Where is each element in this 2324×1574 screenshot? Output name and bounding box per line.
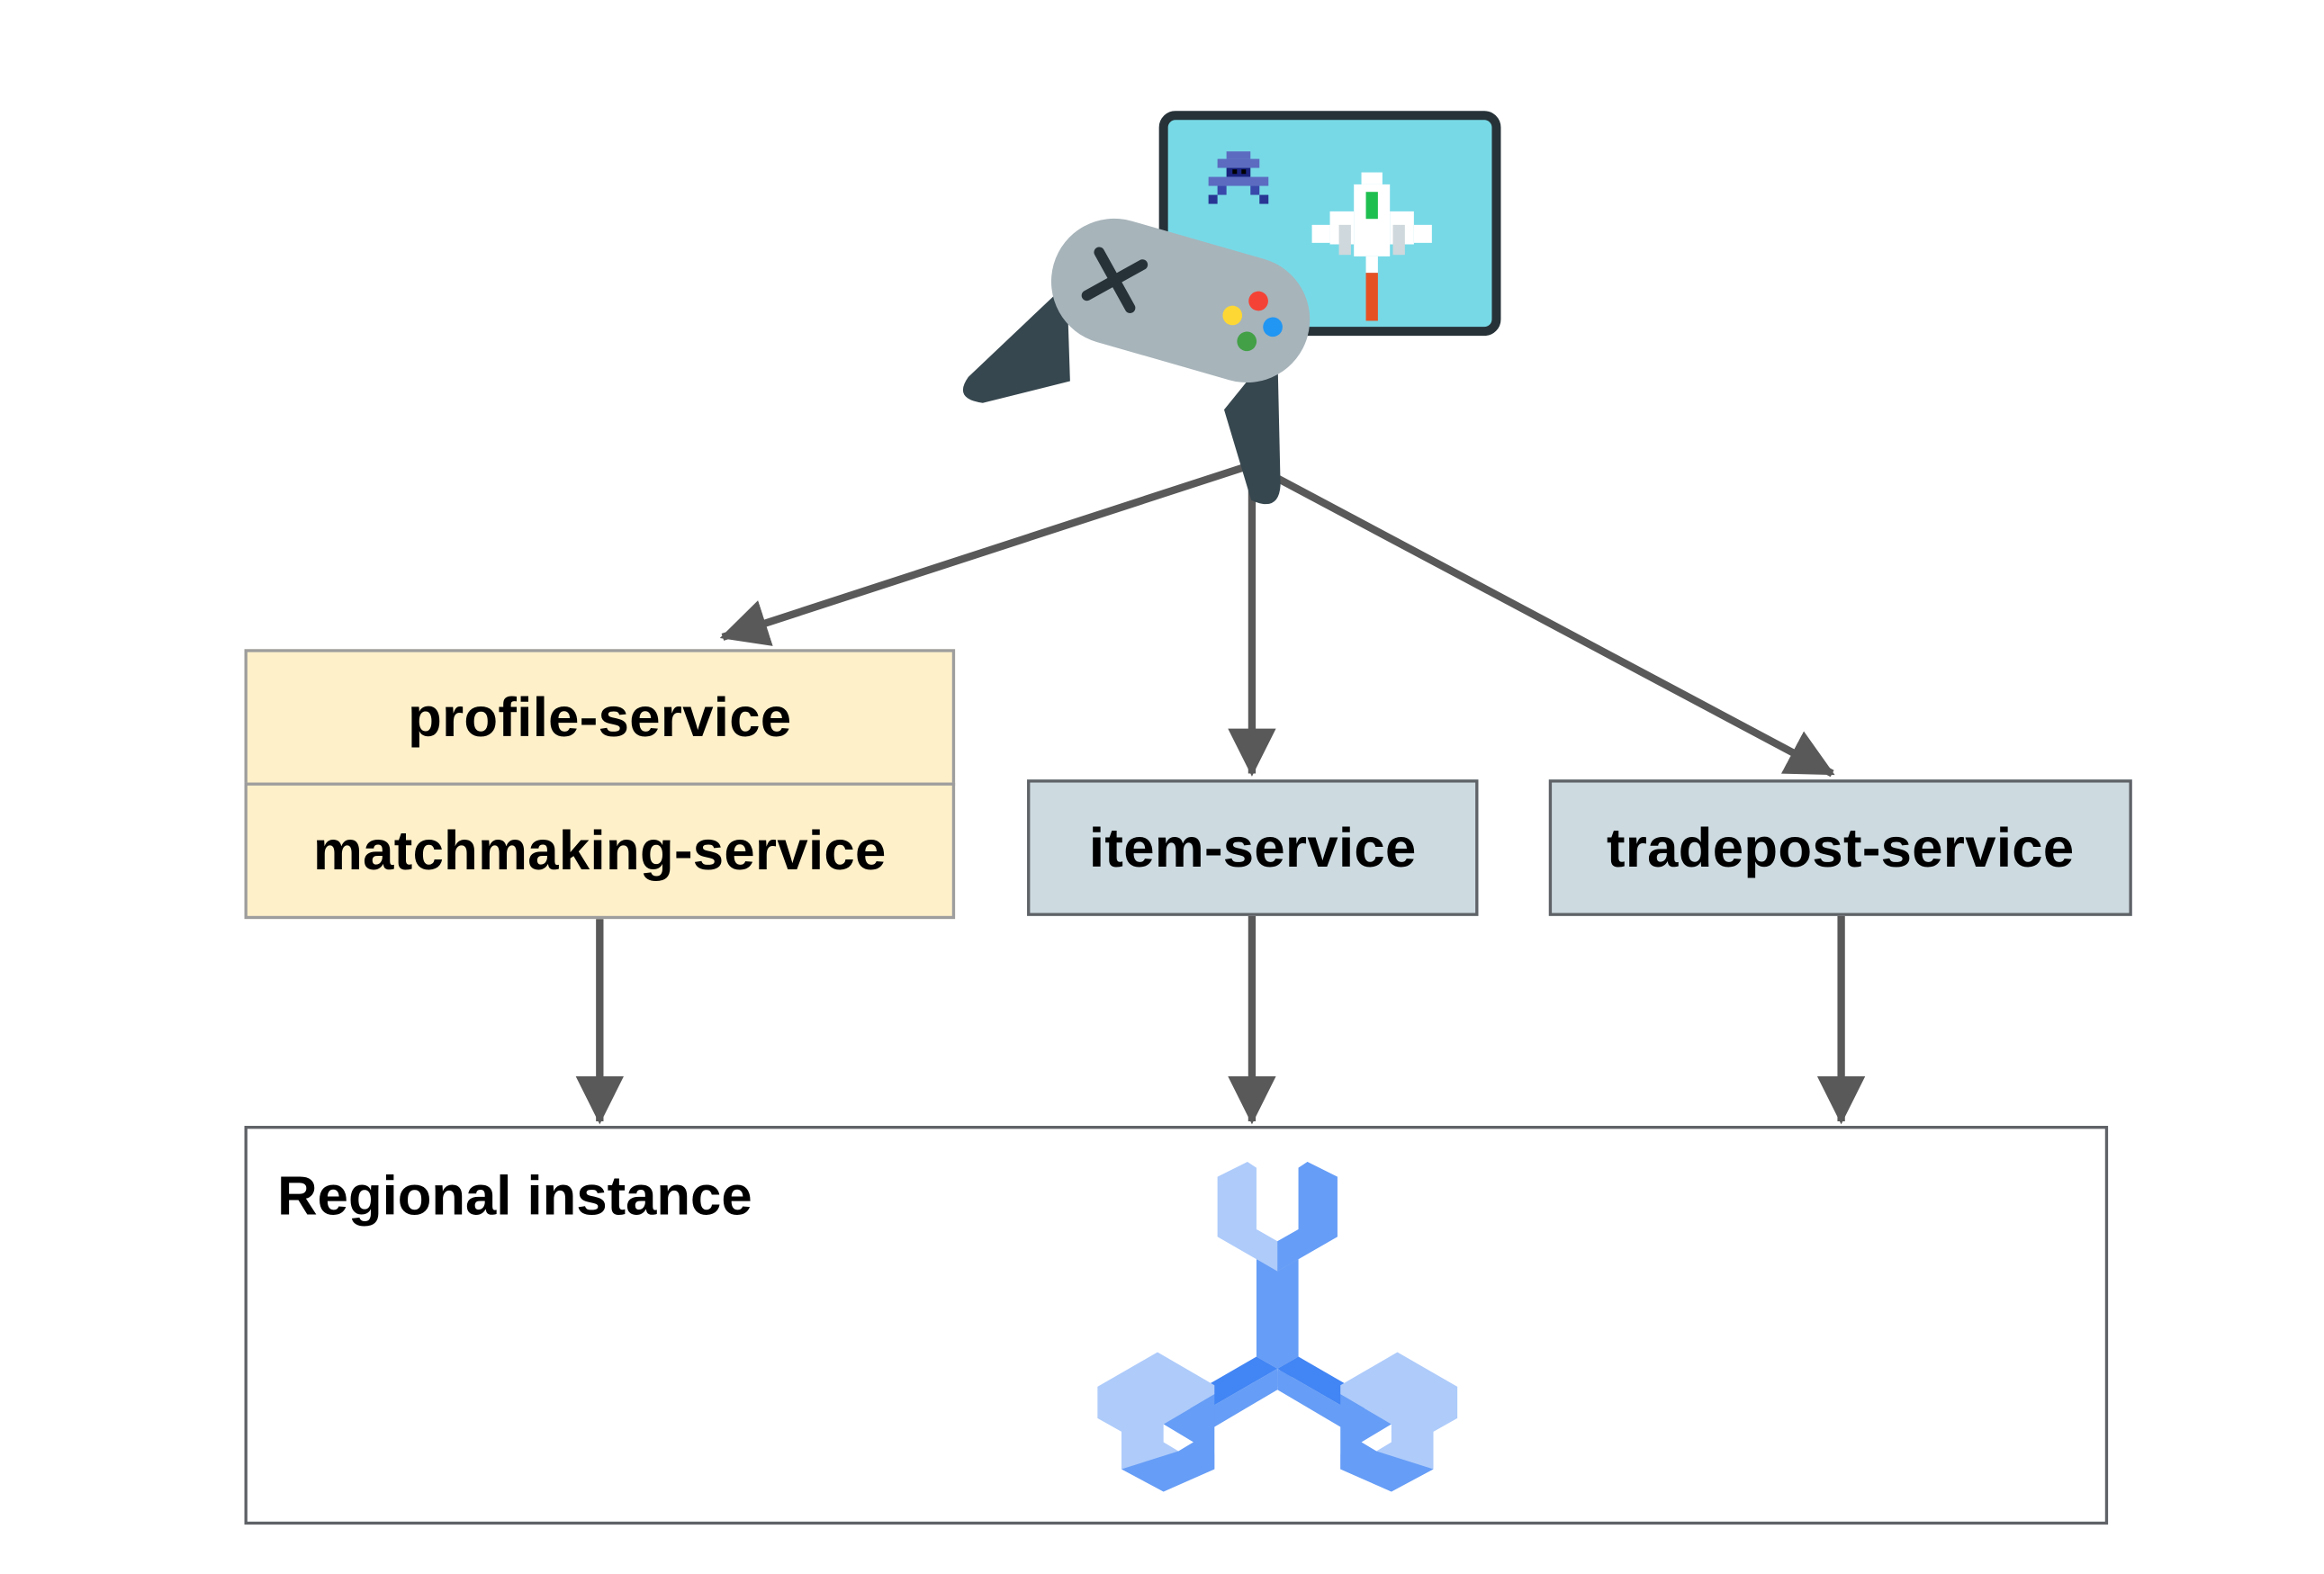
pixel-rocket-icon	[1311, 172, 1432, 321]
item-service-label: item-service	[1088, 816, 1417, 878]
pixel-alien-icon	[1208, 151, 1269, 204]
arrow-client-to-profile	[719, 461, 1254, 646]
matchmaking-service-label: matchmaking-service	[312, 819, 887, 881]
gamepad-icon	[962, 218, 1311, 504]
profile-service-box[interactable]: profile-service	[244, 649, 956, 786]
game-client-icon	[962, 111, 1501, 504]
arrow-client-to-tradepost	[1249, 461, 1835, 778]
item-service-box[interactable]: item-service	[1027, 779, 1479, 916]
spanner-icon	[1097, 1161, 1458, 1492]
tradepost-service-label: tradepost-service	[1607, 816, 2075, 878]
tradepost-service-box[interactable]: tradepost-service	[1548, 779, 2132, 916]
profile-service-label: profile-service	[408, 686, 792, 748]
matchmaking-service-box[interactable]: matchmaking-service	[244, 782, 956, 920]
regional-instance-label: Regional instance	[277, 1165, 752, 1227]
